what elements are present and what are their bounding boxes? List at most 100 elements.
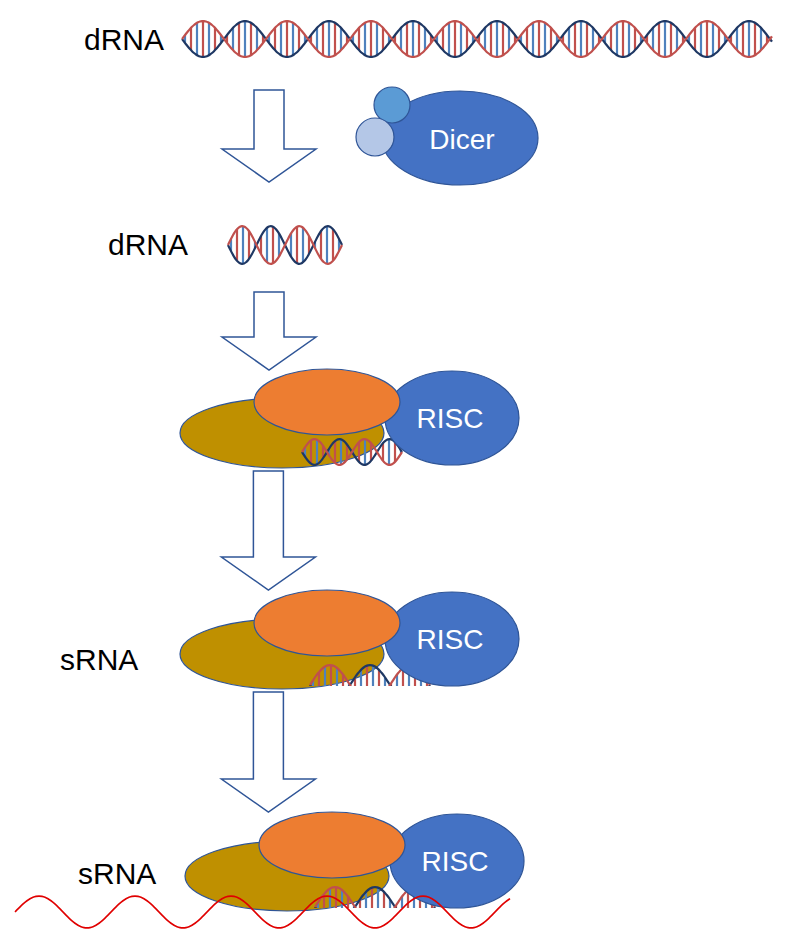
base-pair [610, 28, 612, 50]
step-arrow [221, 692, 315, 812]
base-pair [544, 23, 546, 55]
base-pair [760, 28, 762, 50]
strand [302, 439, 402, 465]
node-label: RISC [417, 405, 484, 433]
base-pair [341, 890, 343, 908]
node-label: RISC [417, 626, 484, 654]
base-pair [202, 21, 204, 57]
base-pair [376, 23, 378, 55]
base-pair [490, 23, 492, 55]
base-pair [340, 28, 342, 50]
base-pair [266, 228, 268, 263]
base-pair [286, 21, 288, 57]
base-pair [370, 21, 372, 57]
base-pair [238, 23, 240, 55]
base-pair [320, 231, 322, 259]
base-pair [330, 665, 332, 686]
base-pair [316, 440, 318, 465]
base-pair [508, 28, 510, 50]
risc-complex: RISC [180, 369, 520, 469]
base-pair [568, 28, 570, 50]
base-pair [244, 21, 246, 57]
base-pair [329, 889, 331, 908]
base-pair [574, 23, 576, 55]
rna-label: dRNA [108, 230, 188, 260]
base-pair [484, 28, 486, 50]
base-pair [460, 23, 462, 55]
base-pair [371, 888, 373, 908]
base-pair [340, 439, 342, 465]
base-pair [336, 668, 338, 686]
base-pair [634, 28, 636, 50]
rna-label: sRNA [60, 645, 138, 675]
base-pair [706, 21, 708, 57]
base-pair [754, 23, 756, 55]
base-pair [292, 23, 294, 55]
base-pair [742, 23, 744, 55]
base-pair [664, 21, 666, 57]
base-pair [388, 439, 390, 465]
base-pair [256, 28, 258, 50]
base-pair [532, 23, 534, 55]
base-pair [302, 228, 304, 263]
base-pair [502, 23, 504, 55]
base-pair [526, 28, 528, 50]
base-pair [232, 28, 234, 50]
base-pair [324, 667, 326, 686]
base-pair [280, 23, 282, 55]
base-pair [332, 229, 334, 261]
step-arrow [221, 471, 315, 590]
base-pair [622, 21, 624, 57]
base-pair [424, 28, 426, 50]
base-pair [670, 23, 672, 55]
base-pair [236, 229, 238, 261]
base-pair [274, 28, 276, 50]
base-pair [196, 23, 198, 55]
base-pair [328, 21, 330, 57]
base-pair [372, 666, 374, 686]
base-pair [394, 442, 396, 462]
base-pair [418, 23, 420, 55]
base-pair [496, 21, 498, 57]
base-pair [214, 28, 216, 50]
rna-label: sRNA [78, 859, 156, 889]
bound-rna [302, 439, 402, 465]
base-pair [736, 28, 738, 50]
base-pair [250, 23, 252, 55]
base-pair [448, 23, 450, 55]
node-label: Dicer [429, 126, 494, 154]
strand [228, 226, 342, 264]
base-pair [592, 28, 594, 50]
base-pair [334, 23, 336, 55]
strand [228, 226, 342, 264]
base-pair [364, 23, 366, 55]
base-pair [694, 28, 696, 50]
base-pair [454, 21, 456, 57]
short-dsrna [228, 226, 342, 264]
base-pair [580, 21, 582, 57]
base-pair [466, 28, 468, 50]
step-arrow [222, 90, 316, 182]
base-pair [550, 28, 552, 50]
base-pair [242, 226, 244, 264]
base-pair [326, 226, 328, 264]
base-pair [676, 28, 678, 50]
base-pair [406, 23, 408, 55]
base-pair [316, 28, 318, 50]
base-pair [628, 23, 630, 55]
base-pair [358, 28, 360, 50]
base-pair [712, 23, 714, 55]
base-pair [700, 23, 702, 55]
base-pair [358, 442, 360, 462]
strand [182, 21, 772, 57]
long-dsrna [182, 21, 772, 57]
base-pair [272, 227, 274, 264]
strand [182, 21, 772, 57]
base-pair [718, 28, 720, 50]
base-pair [296, 227, 298, 264]
base-pair [190, 28, 192, 50]
base-pair [658, 23, 660, 55]
base-pair [412, 21, 414, 57]
base-pair [382, 28, 384, 50]
